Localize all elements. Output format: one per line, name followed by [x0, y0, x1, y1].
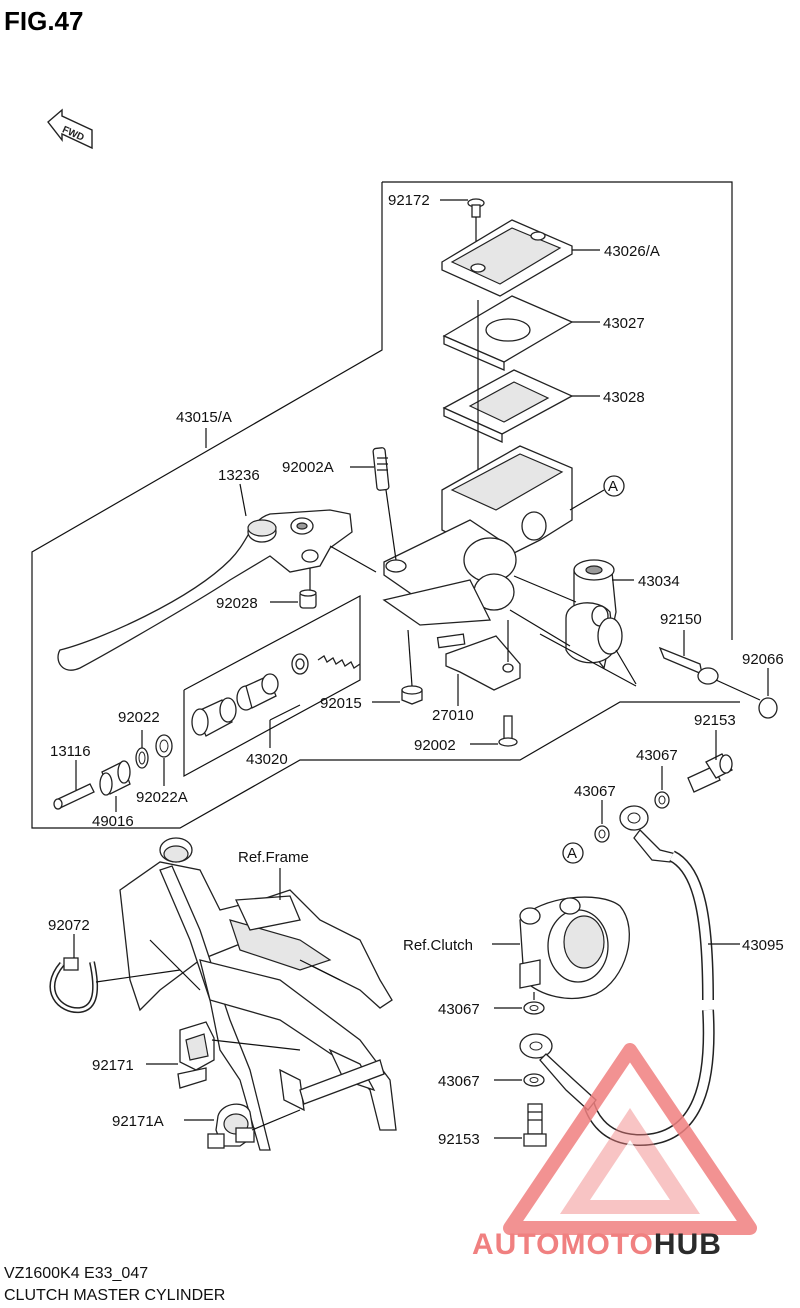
label-ref-frame: Ref.Frame	[238, 849, 309, 866]
label-43067-1: 43067	[636, 747, 678, 764]
label-92171A: 92171A	[112, 1113, 164, 1130]
master-cylinder-body	[382, 445, 573, 626]
label-92153-top: 92153	[694, 712, 736, 729]
fwd-arrow-icon: FWD	[47, 108, 93, 150]
ref-a-label-1: A	[608, 478, 618, 495]
label-43028: 43028	[603, 389, 645, 406]
label-92153-bottom: 92153	[438, 1131, 480, 1148]
washer-43067-3	[523, 1001, 545, 1015]
model-code: VZ1600K4 E33_047	[4, 1265, 148, 1282]
screw-92002	[498, 715, 518, 747]
label-92022: 92022	[118, 709, 160, 726]
label-92002A: 92002A	[282, 459, 334, 476]
watermark-text: AUTOMOTOHUB	[472, 1228, 722, 1261]
label-43067-2: 43067	[574, 783, 616, 800]
assembly-outline	[382, 181, 733, 640]
ref-a-marker-1	[603, 475, 625, 497]
figure-title: FIG.47	[4, 6, 83, 36]
ref-a-marker-2	[562, 842, 584, 864]
figure-caption: CLUTCH MASTER CYLINDER	[4, 1287, 225, 1304]
fitting-43034	[565, 559, 623, 670]
label-92022A: 92022A	[136, 789, 188, 806]
label-92072: 92072	[48, 917, 90, 934]
piston-kit-outline	[183, 594, 361, 778]
washer-43067-4	[523, 1073, 545, 1087]
pin-92028	[299, 589, 317, 609]
label-43067-4: 43067	[438, 1073, 480, 1090]
label-92066: 92066	[742, 651, 784, 668]
banjo-bolt-92153-top	[687, 753, 733, 793]
label-92171: 92171	[92, 1057, 134, 1074]
banjo-fitting-lower	[519, 1033, 597, 1111]
diaphragm-43028	[442, 369, 574, 444]
plate-43027	[442, 295, 574, 371]
clutch-lever-13236	[57, 509, 353, 671]
screw-92172	[467, 198, 485, 218]
label-43067-3: 43067	[438, 1001, 480, 1018]
label-43034: 43034	[638, 573, 680, 590]
washer-92022A	[155, 734, 173, 758]
washer-43067-1	[654, 791, 670, 809]
piston-kit-43020	[191, 653, 361, 737]
label-92015: 92015	[320, 695, 362, 712]
label-43020: 43020	[246, 751, 288, 768]
ref-a-label-2: A	[567, 845, 577, 862]
clutch-hose-43095	[582, 805, 715, 1147]
label-27010: 27010	[432, 707, 474, 724]
boot-49016	[99, 760, 131, 796]
watermark-hub: HUB	[654, 1228, 722, 1261]
clamp-92171	[177, 1021, 215, 1089]
watermark-moto: MOTO	[560, 1228, 653, 1261]
nut-92015	[401, 685, 423, 705]
clutch-cover	[519, 896, 630, 1000]
automotohub-logo	[503, 1043, 757, 1235]
bolt-92150	[658, 646, 719, 685]
rod-13116	[53, 783, 95, 810]
circlip-92022	[135, 747, 149, 769]
watermark-auto: AUTO	[472, 1228, 560, 1261]
pivot-bolt-92002A	[372, 447, 390, 491]
label-92028: 92028	[216, 595, 258, 612]
label-13116: 13116	[50, 743, 91, 760]
banjo-bolt-92153-bottom	[523, 1103, 547, 1147]
switch-27010	[436, 633, 521, 691]
label-49016: 49016	[92, 813, 134, 830]
label-43015A: 43015/A	[176, 409, 232, 426]
cap-92066	[758, 697, 778, 719]
frame-ref	[119, 837, 397, 1151]
cable-tie-92072	[49, 957, 99, 1014]
label-92172: 92172	[388, 192, 430, 209]
washer-43067-2	[594, 825, 610, 843]
label-13236: 13236	[218, 467, 260, 484]
label-92002: 92002	[414, 737, 456, 754]
clamp-92171A	[207, 1103, 255, 1149]
label-43027: 43027	[603, 315, 645, 332]
label-43095: 43095	[742, 937, 784, 954]
label-43026A: 43026/A	[604, 243, 660, 260]
label-92150: 92150	[660, 611, 702, 628]
reservoir-cap-43026	[441, 219, 573, 297]
label-ref-clutch: Ref.Clutch	[403, 937, 473, 954]
